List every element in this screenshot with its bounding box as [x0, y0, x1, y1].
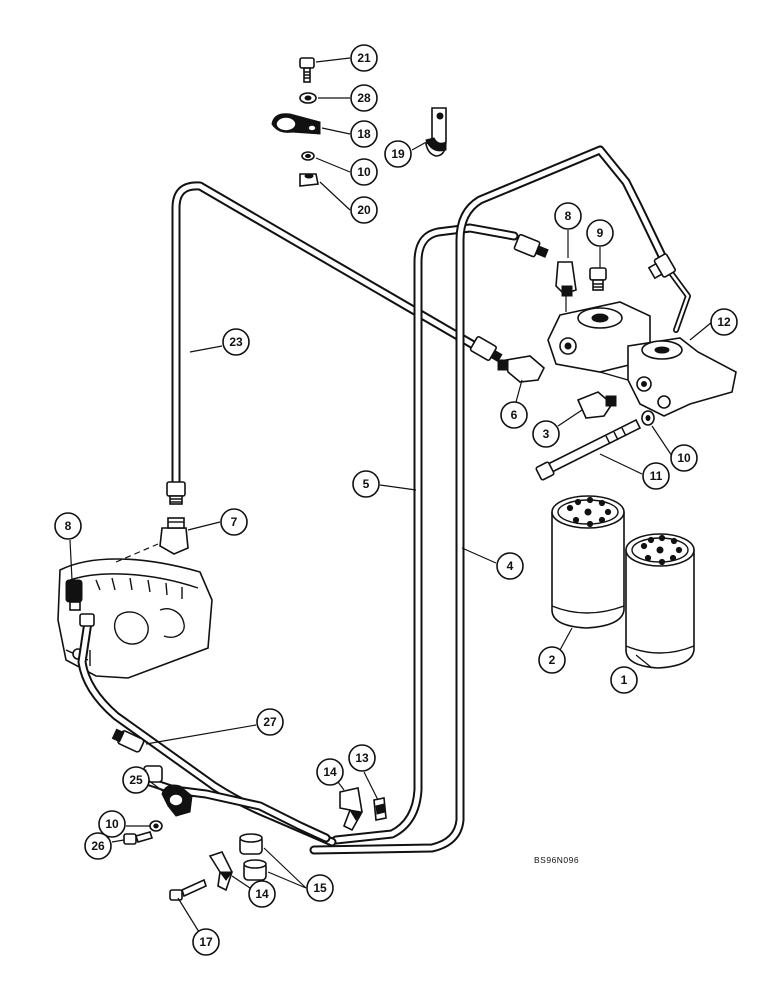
- elbow-fitting-3: [576, 391, 617, 419]
- callout-27: 27: [256, 708, 284, 736]
- callout-14-lower: 14: [248, 880, 276, 908]
- svg-text:1: 1: [621, 673, 628, 687]
- svg-text:20: 20: [357, 203, 371, 217]
- callout-8-top: 8: [554, 202, 582, 230]
- callout-4: 4: [496, 552, 524, 580]
- elbow-fitting-6: [497, 355, 545, 383]
- svg-text:10: 10: [677, 451, 691, 465]
- callout-5: 5: [352, 470, 380, 498]
- hardware-stack: [271, 57, 447, 187]
- callout-14-upper: 14: [316, 758, 344, 786]
- svg-text:26: 26: [91, 839, 105, 853]
- svg-text:27: 27: [263, 715, 277, 729]
- svg-text:8: 8: [65, 519, 72, 533]
- callout-17: 17: [192, 928, 220, 956]
- svg-text:8: 8: [565, 209, 572, 223]
- callout-10-top: 10: [350, 158, 378, 186]
- svg-text:19: 19: [391, 147, 405, 161]
- svg-text:15: 15: [313, 881, 327, 895]
- bolt-11: [535, 418, 642, 481]
- washer-10: [641, 410, 655, 426]
- callout-10-right: 10: [670, 444, 698, 472]
- callout-9: 9: [586, 219, 614, 247]
- svg-text:14: 14: [323, 765, 337, 779]
- svg-text:14: 14: [255, 887, 269, 901]
- svg-text:4: 4: [507, 559, 514, 573]
- callout-19: 19: [384, 140, 412, 168]
- svg-text:25: 25: [129, 773, 143, 787]
- svg-text:7: 7: [231, 515, 238, 529]
- elbow-fitting-7: [115, 517, 189, 563]
- svg-text:13: 13: [355, 751, 369, 765]
- filter-head-assembly: [497, 261, 737, 419]
- svg-text:9: 9: [597, 226, 604, 240]
- callout-3: 3: [532, 420, 560, 448]
- svg-text:21: 21: [357, 51, 371, 65]
- callout-13: 13: [348, 744, 376, 772]
- callout-12: 12: [710, 308, 738, 336]
- callout-21: 21: [350, 44, 378, 72]
- leader-lines: [69, 57, 713, 941]
- callout-23: 23: [222, 328, 250, 356]
- svg-text:10: 10: [357, 165, 371, 179]
- callout-28: 28: [350, 84, 378, 112]
- svg-text:5: 5: [363, 477, 370, 491]
- drawing-code: BS96N096: [534, 855, 579, 865]
- svg-text:23: 23: [229, 335, 243, 349]
- callout-2: 2: [538, 646, 566, 674]
- svg-text:12: 12: [717, 315, 731, 329]
- callout-6: 6: [500, 401, 528, 429]
- callout-11: 11: [642, 462, 670, 490]
- svg-text:18: 18: [357, 127, 371, 141]
- filter-element-1: [625, 533, 695, 669]
- tube-fittings: [65, 233, 676, 783]
- svg-text:28: 28: [357, 91, 371, 105]
- callout-7: 7: [220, 508, 248, 536]
- svg-text:6: 6: [511, 408, 518, 422]
- svg-text:17: 17: [199, 935, 213, 949]
- callout-1: 1: [610, 666, 638, 694]
- callout-18: 18: [350, 120, 378, 148]
- plug-9: [589, 267, 607, 291]
- svg-text:11: 11: [650, 469, 663, 483]
- svg-text:10: 10: [105, 817, 119, 831]
- filter-element-2: [551, 495, 625, 629]
- callout-8-left: 8: [54, 512, 82, 540]
- callout-15: 15: [306, 874, 334, 902]
- callout-20: 20: [350, 196, 378, 224]
- callout-10-lower: 10: [98, 810, 126, 838]
- callout-26: 26: [84, 832, 112, 860]
- callout-25: 25: [122, 766, 150, 794]
- svg-text:3: 3: [543, 427, 550, 441]
- lower-hardware: [123, 784, 387, 901]
- elbow-fitting-8-upper: [555, 261, 577, 312]
- svg-text:2: 2: [549, 653, 556, 667]
